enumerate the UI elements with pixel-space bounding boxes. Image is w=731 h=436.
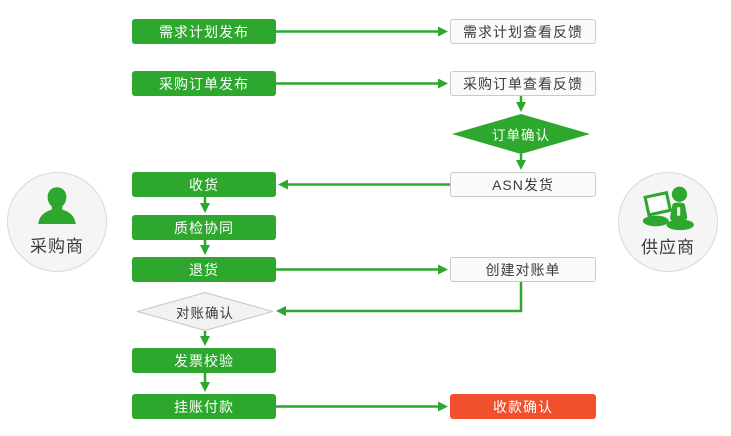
- node-order-confirm: 订单确认: [452, 114, 590, 154]
- node-pending-payment: 挂账付款: [132, 394, 276, 419]
- buyer-user-icon: [38, 187, 76, 224]
- node-label: 质检协同: [174, 219, 234, 236]
- node-label: 创建对账单: [485, 261, 561, 278]
- node-label: ASN发货: [492, 176, 554, 193]
- node-demand-publish: 需求计划发布: [132, 19, 276, 44]
- node-label: 收货: [189, 176, 219, 193]
- node-receive: 收货: [132, 172, 276, 197]
- supplier-laptop-user-icon: [642, 186, 694, 231]
- node-quality-collab: 质检协同: [132, 215, 276, 240]
- node-statement-confirm: 对账确认: [137, 292, 273, 331]
- node-demand-feedback: 需求计划查看反馈: [450, 19, 596, 44]
- node-return-goods: 退货: [132, 257, 276, 282]
- node-invoice-verify: 发票校验: [132, 348, 276, 373]
- actor-label: 供应商: [641, 238, 695, 257]
- node-label: 发票校验: [174, 352, 234, 369]
- diamond-shape: [452, 114, 590, 154]
- node-asn-ship: ASN发货: [450, 172, 596, 197]
- node-label: 采购订单发布: [159, 75, 249, 92]
- node-create-statement: 创建对账单: [450, 257, 596, 282]
- arrow-statement-to-confirm: [276, 282, 523, 316]
- node-label: 采购订单查看反馈: [463, 75, 583, 92]
- node-label: 退货: [189, 261, 219, 278]
- actor-buyer: 采购商: [7, 172, 107, 272]
- actor-supplier: 供应商: [618, 172, 718, 272]
- node-payment-confirm: 收款确认: [450, 394, 596, 419]
- diamond-shape: [137, 292, 273, 331]
- node-po-publish: 采购订单发布: [132, 71, 276, 96]
- node-label: 需求计划发布: [159, 23, 249, 40]
- node-label: 挂账付款: [174, 398, 234, 415]
- node-label: 订单确认: [492, 128, 550, 143]
- actor-label: 采购商: [30, 237, 84, 256]
- node-label: 收款确认: [493, 398, 553, 415]
- node-po-feedback: 采购订单查看反馈: [450, 71, 596, 96]
- node-label: 需求计划查看反馈: [463, 23, 583, 40]
- node-label: 对账确认: [176, 305, 234, 321]
